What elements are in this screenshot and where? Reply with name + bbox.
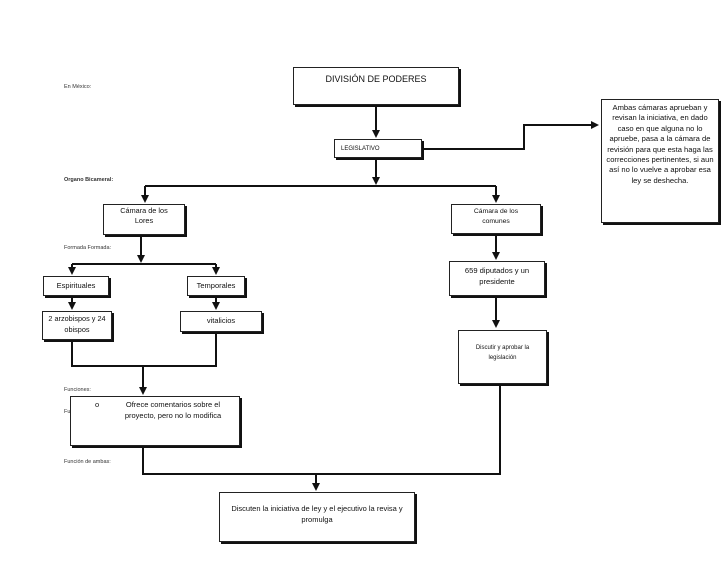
comunes-function-node: Discutir y aprobar la legislación (458, 330, 547, 384)
lores-function-node: o Ofrece comentarios sobre el proyecto, … (70, 396, 240, 446)
label-funciones: Funciones: (64, 387, 91, 393)
espirituales-detail-text: 2 arzobispos y 24 obispos (48, 314, 106, 334)
revision-note-node: Ambas cámaras aprueban y revisan la inic… (601, 99, 719, 223)
final-node: Discuten la iniciativa de ley y el ejecu… (219, 492, 415, 542)
revision-note-text: Ambas cámaras aprueban y revisan la inic… (606, 103, 714, 185)
label-en-mexico: En México: (64, 84, 92, 90)
camara-comunes-label: Cámara de los comunes (473, 208, 519, 225)
camara-lores-node: Cámara de los Lores (103, 204, 185, 235)
comunes-members-text: 659 diputados y un presidente (464, 266, 530, 286)
espirituales-label: Espirituales (56, 281, 96, 290)
label-funcion-de-ambas: Función de ambas: (64, 459, 111, 465)
camara-comunes-node: Cámara de los comunes (451, 204, 541, 234)
label-funciones-partial: Fu (64, 409, 71, 415)
temporales-detail-node: vitalicios (180, 311, 262, 332)
temporales-label: Temporales (196, 281, 236, 290)
root-node: DIVISIÓN DE PODERES (293, 67, 459, 105)
lores-function-text: Ofrece comentarios sobre el proyecto, pe… (124, 400, 222, 420)
root-node-label: DIVISIÓN DE PODERES (325, 74, 427, 84)
temporales-node: Temporales (187, 276, 245, 296)
final-node-text: Discuten la iniciativa de ley y el ejecu… (231, 504, 403, 524)
label-formada: Formada Formada: (64, 245, 112, 251)
legislativo-node: LEGISLATIVO (334, 139, 422, 158)
camara-lores-label: Cámara de los Lores (120, 206, 168, 225)
label-organo-bicameral: Organo Bicameral: (64, 177, 114, 183)
comunes-members-node: 659 diputados y un presidente (449, 261, 545, 296)
espirituales-detail-node: 2 arzobispos y 24 obispos (42, 311, 112, 340)
temporales-detail-text: vitalicios (206, 316, 236, 325)
comunes-function-text: Discutir y aprobar la legislación (475, 345, 530, 361)
espirituales-node: Espirituales (43, 276, 109, 296)
legislativo-node-label: LEGISLATIVO (341, 146, 380, 152)
bullet-marker: o (95, 400, 100, 409)
